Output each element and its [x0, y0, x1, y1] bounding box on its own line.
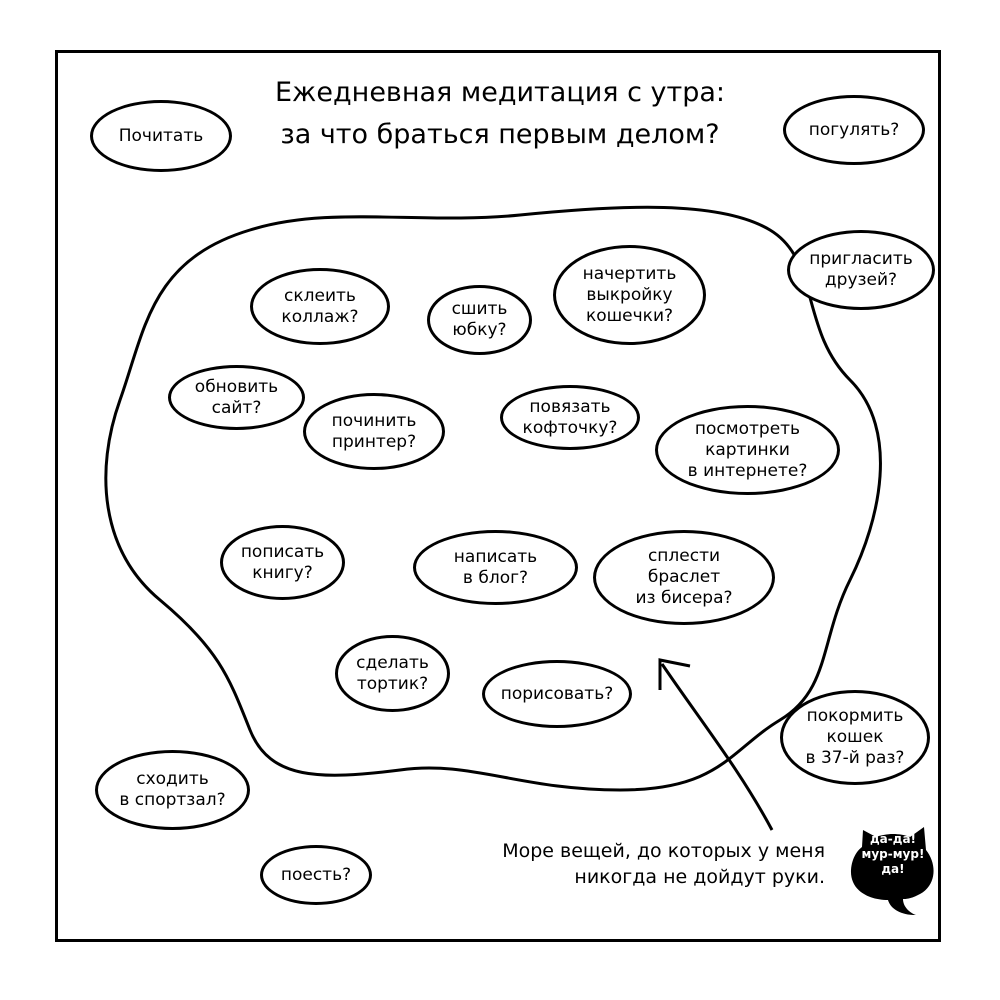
bubble-book: пописать книгу? — [220, 525, 345, 600]
bubble-collage: склеить коллаж? — [250, 268, 390, 345]
bubble-bracelet: сплести браслет из бисера? — [593, 530, 775, 625]
bubble-cake: сделать тортик? — [335, 635, 450, 712]
bubble-read: Почитать — [90, 100, 232, 172]
bubble-skirt: сшить юбку? — [427, 285, 532, 355]
title-line-1: Ежедневная медитация с утра: — [275, 77, 725, 108]
bubble-website: обновить сайт? — [168, 365, 305, 430]
bubble-gym: сходить в спортзал? — [95, 750, 250, 830]
bubble-walk: погулять? — [783, 95, 925, 165]
title-line-2: за что браться первым делом? — [280, 119, 720, 150]
bubble-printer: починить принтер? — [303, 393, 445, 470]
bubble-invite-friends: пригласить друзей? — [787, 230, 935, 310]
bubble-knit: повязать кофточку? — [500, 385, 640, 450]
cat-speech-text: да-да! мур-мур! да! — [861, 832, 925, 876]
blob-outline — [104, 205, 882, 792]
bubble-draw: порисовать? — [482, 660, 632, 728]
arrow-caption: Море вещей, до которых у меня никогда не… — [502, 840, 825, 888]
bubble-feed-cats: покормить кошек в 37-й раз? — [780, 690, 930, 785]
comic-title: Ежедневная медитация с утра: за что брат… — [240, 72, 760, 156]
bubble-eat: поесть? — [260, 845, 372, 905]
cat-speech-bubble-icon — [850, 827, 934, 915]
bubble-pattern: начертить выкройку кошечки? — [553, 245, 706, 345]
bubble-pictures: посмотреть картинки в интернете? — [655, 405, 840, 495]
bubble-blog: написать в блог? — [413, 530, 578, 605]
comic-frame — [55, 50, 941, 942]
arrow-icon — [658, 658, 774, 831]
